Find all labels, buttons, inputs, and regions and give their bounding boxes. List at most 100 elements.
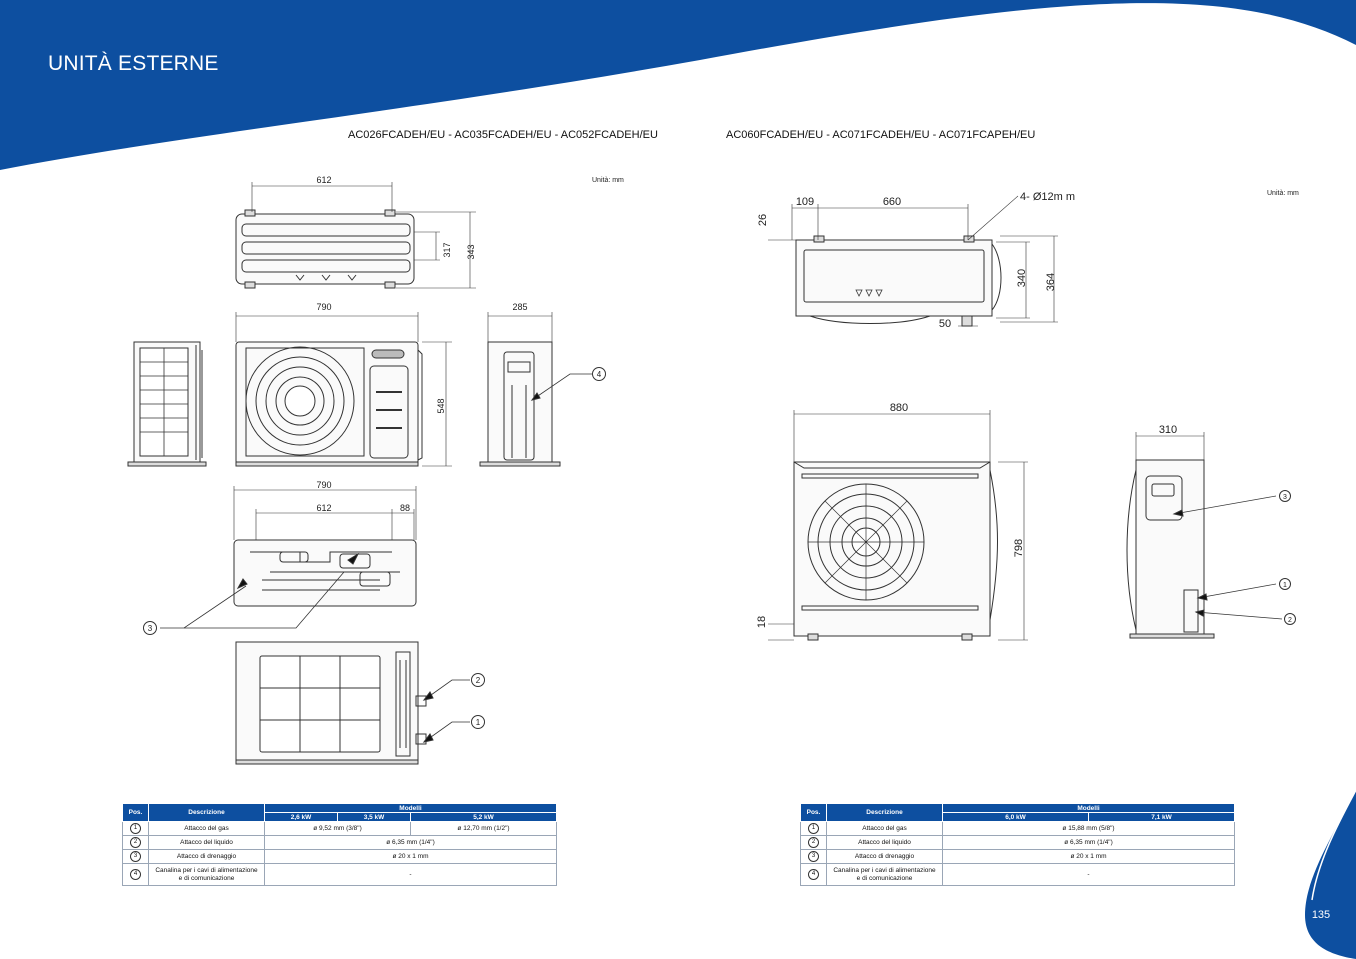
row-value: - — [941, 863, 1236, 886]
callout-2-label: 2 — [476, 676, 481, 685]
callout-right-2 — [1284, 613, 1296, 625]
corner-swoosh — [1305, 790, 1356, 959]
page-number: 135 — [1311, 909, 1331, 921]
th-desc: Descrizione — [148, 803, 265, 822]
right-top-view — [768, 195, 1058, 327]
table-row: 3 Attacco di drenaggio ø 20 x 1 mm — [800, 849, 1236, 864]
row-desc: Attacco del gas — [826, 821, 943, 836]
row-desc: Attacco del gas — [148, 821, 265, 836]
dim-right-front-height: 798 — [1013, 539, 1025, 557]
left-rear-view — [235, 641, 470, 765]
pos-badge: 4 — [130, 869, 141, 880]
row-desc: Attacco di drenaggio — [148, 849, 265, 864]
table-row: 3 Attacco di drenaggio ø 20 x 1 mm — [122, 849, 557, 864]
pos-badge: 1 — [808, 823, 819, 834]
corner-swoosh-white-curve — [1311, 789, 1356, 901]
dim-right-side-depth: 310 — [1159, 424, 1177, 436]
table-row: 2 Attacco del liquido ø 6,35 mm (1/4") — [122, 835, 557, 850]
dim-front-width: 790 — [316, 302, 331, 312]
pos-badge: 4 — [808, 869, 819, 880]
th-pos: Pos. — [122, 803, 149, 822]
right-front-view — [768, 410, 1028, 641]
th-models: Modelli — [941, 803, 1236, 813]
dim-right-top-depth-total: 364 — [1045, 273, 1057, 291]
callout-right-3 — [1279, 490, 1291, 502]
dim-right-front-width: 880 — [890, 402, 908, 414]
callout-2 — [471, 673, 485, 687]
th-models: Modelli — [264, 803, 557, 813]
page-title: UNITÀ ESTERNE — [48, 52, 219, 75]
right-spec-table: Pos. Descrizione Modelli 6,0 kW 7,1 kW 1… — [800, 803, 1236, 886]
dim-right-top-depth: 340 — [1016, 269, 1028, 287]
left-side-view-a — [127, 341, 207, 467]
row-value: ø 6,35 mm (1/4") — [941, 835, 1236, 850]
th-model-1: 2,6 kW — [264, 812, 338, 822]
dim-right-top-pitch: 660 — [883, 196, 901, 208]
callout-right-3-label: 3 — [1283, 494, 1287, 501]
row-desc: Attacco di drenaggio — [826, 849, 943, 864]
row-desc-line-2: e di comunicazione — [178, 874, 235, 882]
left-top-view — [235, 182, 476, 289]
row-desc-line-1: Canalina per i cavi di alimentazione — [155, 866, 258, 874]
table-row: 1 Attacco del gas ø 9,52 mm (3/8") ø 12,… — [122, 821, 557, 836]
right-model-title: AC060FCADEH/EU - AC071FCADEH/EU - AC071F… — [726, 129, 1036, 141]
row-desc: Attacco del liquido — [826, 835, 943, 850]
row-value: ø 15,88 mm (5/8") — [941, 821, 1236, 836]
right-unit-label: Unità: mm — [1267, 190, 1299, 197]
dim-right-front-foot: 18 — [756, 616, 768, 628]
row-desc-line-1: Canalina per i cavi di alimentazione — [833, 866, 936, 874]
dim-right-holes: 4- Ø12m m — [1020, 191, 1075, 203]
callout-4-label: 4 — [597, 370, 602, 379]
row-desc-line-2: e di comunicazione — [856, 874, 913, 882]
th-pos: Pos. — [800, 803, 827, 822]
callout-1 — [471, 715, 485, 729]
left-spec-table: Pos. Descrizione Modelli 2,6 kW 3,5 kW 5… — [122, 803, 557, 886]
pos-badge: 2 — [808, 837, 819, 848]
dim-front-height: 548 — [436, 398, 446, 413]
left-side-view-b — [479, 312, 592, 467]
callout-3 — [143, 621, 157, 635]
pos-badge: 3 — [130, 851, 141, 862]
pos-badge: 2 — [130, 837, 141, 848]
dim-top-depth-total: 343 — [466, 244, 476, 259]
left-model-title: AC026FCADEH/EU - AC035FCADEH/EU - AC052F… — [348, 129, 658, 141]
left-bottom-view — [160, 486, 417, 629]
callout-right-1 — [1279, 578, 1291, 590]
callout-right-1-label: 1 — [1283, 582, 1287, 589]
dim-bottom-offset: 88 — [400, 503, 410, 513]
th-model-2: 7,1 kW — [1087, 812, 1236, 822]
callout-right-2-label: 2 — [1288, 617, 1292, 624]
left-front-view — [235, 312, 452, 467]
dim-bottom-width: 790 — [316, 480, 331, 490]
dim-right-top-offset: 109 — [796, 196, 814, 208]
pos-badge: 3 — [808, 851, 819, 862]
dim-bottom-pitch: 612 — [316, 503, 331, 513]
callout-1-label: 1 — [476, 718, 481, 727]
row-value: ø 20 x 1 mm — [264, 849, 557, 864]
header-swoosh — [0, 0, 1356, 170]
dim-top-depth: 317 — [442, 242, 452, 257]
pos-badge: 1 — [130, 823, 141, 834]
row-value: ø 12,70 mm (1/2") — [410, 821, 557, 836]
table-row: 1 Attacco del gas ø 15,88 mm (5/8") — [800, 821, 1236, 836]
row-value: ø 6,35 mm (1/4") — [264, 835, 557, 850]
row-value: - — [264, 863, 557, 886]
dim-right-top-bottom: 50 — [939, 318, 951, 330]
row-desc: Attacco del liquido — [148, 835, 265, 850]
th-model-3: 5,2 kW — [410, 812, 557, 822]
th-desc: Descrizione — [826, 803, 943, 822]
row-value: ø 20 x 1 mm — [941, 849, 1236, 864]
right-side-view — [1126, 432, 1283, 639]
left-unit-label: Unità: mm — [592, 177, 624, 184]
table-row: 2 Attacco del liquido ø 6,35 mm (1/4") — [800, 835, 1236, 850]
th-model-1: 6,0 kW — [942, 812, 1089, 822]
dim-top-width: 612 — [316, 175, 331, 185]
dim-side-depth: 285 — [512, 302, 527, 312]
